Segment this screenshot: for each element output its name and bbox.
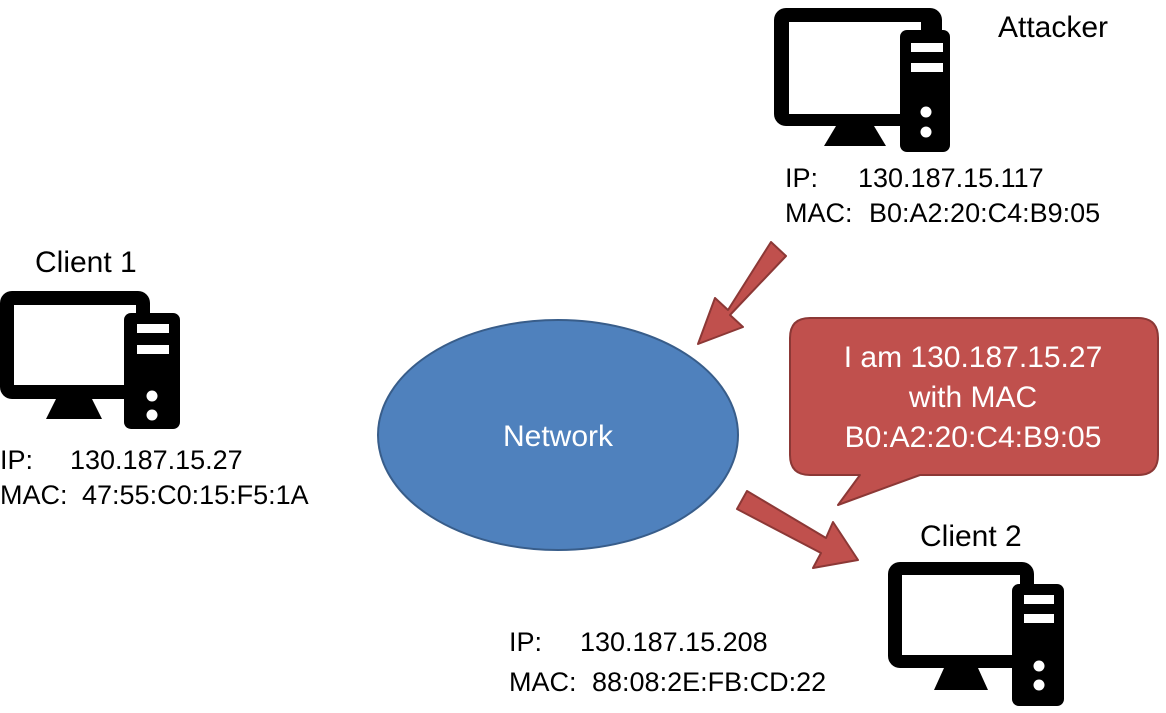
client2-computer-icon	[888, 562, 1064, 706]
client2-ip-value: 130.187.15.208	[580, 627, 768, 657]
arrow-attacker-to-network	[697, 241, 787, 345]
spoofed-arp-message-bubble	[789, 317, 1159, 506]
attacker-ip-value: 130.187.15.117	[858, 163, 1044, 193]
attacker-mac-label: MAC:	[785, 198, 853, 228]
message-line-3: B0:A2:20:C4:B9:05	[845, 421, 1102, 454]
attacker-ip-label: IP:	[785, 163, 818, 193]
client2-title: Client 2	[920, 520, 1022, 553]
client2-ip-label: IP:	[509, 627, 542, 657]
client1-ip-label: IP:	[0, 445, 33, 475]
message-line-2: with MAC	[908, 381, 1037, 414]
network-label: Network	[503, 420, 614, 453]
attacker-title: Attacker	[998, 11, 1108, 44]
client1-mac-label: MAC:	[0, 480, 68, 510]
client1-title: Client 1	[35, 246, 137, 279]
attacker-mac-value: B0:A2:20:C4:B9:05	[869, 198, 1100, 228]
attacker-computer-icon	[774, 8, 950, 152]
network-cloud	[377, 319, 739, 551]
client2-mac-label: MAC:	[509, 667, 577, 697]
client1-mac-value: 47:55:C0:15:F5:1A	[82, 480, 309, 510]
arrow-network-to-client2	[736, 490, 859, 569]
client1-ip-value: 130.187.15.27	[70, 445, 243, 475]
message-line-1: I am 130.187.15.27	[844, 341, 1103, 374]
client2-mac-value: 88:08:2E:FB:CD:22	[592, 667, 826, 697]
client1-computer-icon	[0, 291, 180, 429]
